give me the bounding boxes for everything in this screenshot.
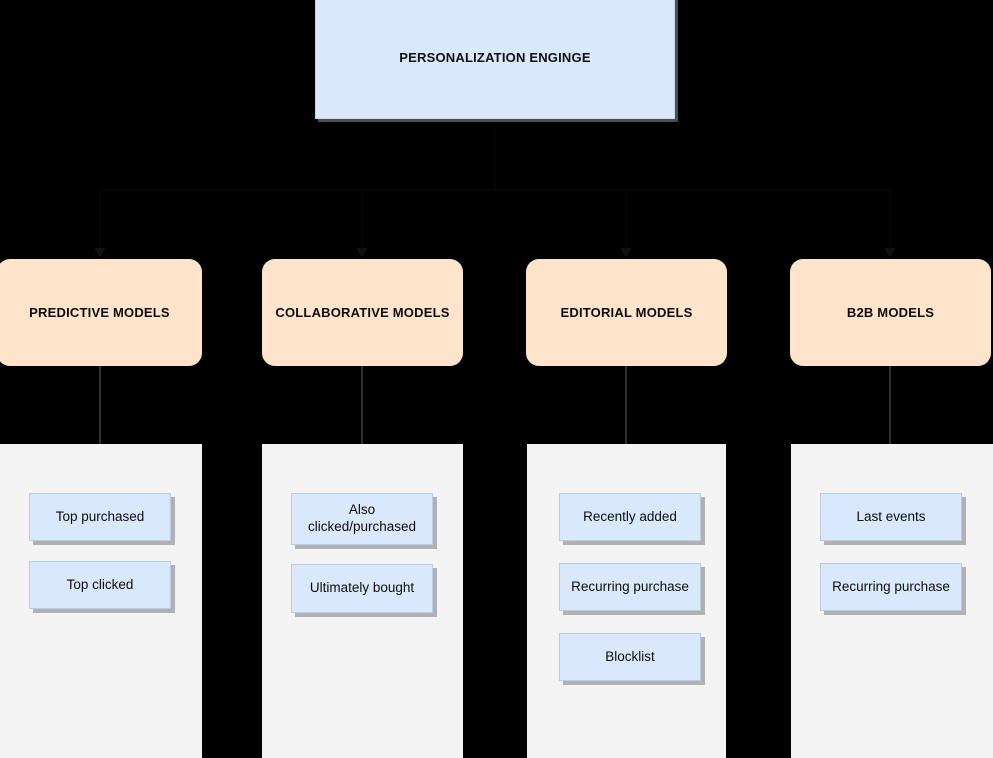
- item-label: Blocklist: [605, 648, 655, 664]
- item-label: Recurring purchase: [571, 578, 689, 594]
- panel-collaborative: Also clicked/purchased Ultimately bought: [262, 444, 463, 758]
- model-box-predictive[interactable]: PREDICTIVE MODELS: [0, 259, 202, 366]
- item-label: Ultimately bought: [309, 580, 415, 596]
- model-label: COLLABORATIVE MODELS: [275, 305, 450, 320]
- panel-editorial: Recently added Recurring purchase Blockl…: [527, 444, 726, 758]
- item-label: Recurring purchase: [832, 578, 950, 594]
- item-label: Top purchased: [55, 508, 145, 524]
- item-box[interactable]: Top clicked: [29, 561, 171, 609]
- panel-predictive: Top purchased Top clicked: [0, 444, 202, 758]
- item-box[interactable]: Blocklist: [559, 633, 701, 681]
- model-label: EDITORIAL MODELS: [560, 305, 693, 320]
- model-box-b2b[interactable]: B2B MODELS: [790, 259, 991, 366]
- engine-label: PERSONALIZATION ENGINGE: [399, 50, 591, 65]
- personalization-engine-box[interactable]: PERSONALIZATION ENGINGE: [315, 0, 675, 119]
- model-box-editorial[interactable]: EDITORIAL MODELS: [526, 259, 727, 366]
- item-box[interactable]: Recently added: [559, 493, 701, 541]
- item-box[interactable]: Also clicked/purchased: [291, 493, 433, 545]
- model-label: PREDICTIVE MODELS: [29, 305, 170, 320]
- item-box[interactable]: Top purchased: [29, 493, 171, 541]
- item-label: Also clicked/purchased: [307, 502, 417, 534]
- item-box[interactable]: Recurring purchase: [820, 563, 962, 611]
- item-label: Last events: [856, 508, 926, 524]
- item-label: Recently added: [583, 508, 677, 524]
- model-box-collaborative[interactable]: COLLABORATIVE MODELS: [262, 259, 463, 366]
- item-label: Top clicked: [66, 576, 134, 592]
- panel-b2b: Last events Recurring purchase: [791, 444, 993, 758]
- item-box[interactable]: Last events: [820, 493, 962, 541]
- item-box[interactable]: Recurring purchase: [559, 563, 701, 611]
- model-label: B2B MODELS: [846, 305, 935, 320]
- item-box[interactable]: Ultimately bought: [291, 564, 433, 613]
